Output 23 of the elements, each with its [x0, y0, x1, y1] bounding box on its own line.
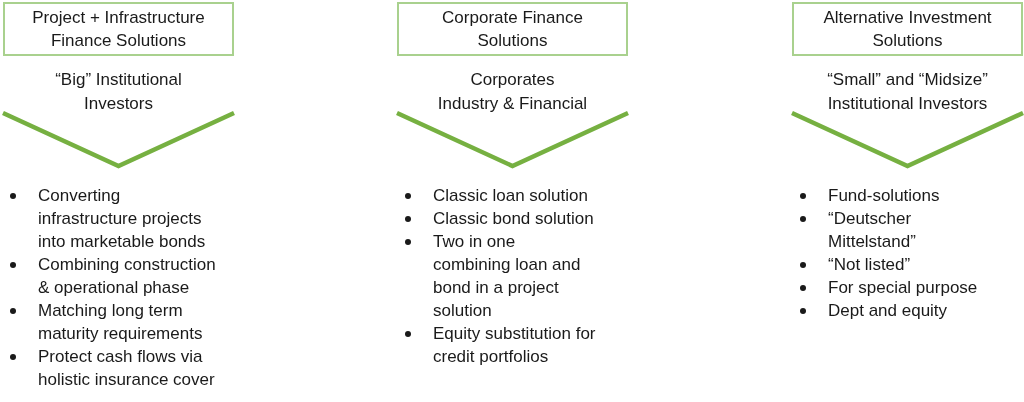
heading-box — [397, 2, 628, 56]
heading-box — [792, 2, 1023, 56]
bullet-text: Equity substitution for credit portfolios — [433, 323, 597, 368]
subheading-text: Corporates — [470, 69, 555, 91]
heading-text: Project + Infrastructure Finance Solutions — [31, 7, 206, 52]
bullet-text: “Deutscher Mittelstand” — [828, 208, 917, 253]
bullet-text: Protect cash flows via holistic insurance cover — [38, 346, 216, 391]
bullet-text: Fund-solutions — [828, 185, 940, 207]
subheading-text: “Big” Institutional Investors — [54, 69, 183, 115]
subheading-text: “Small” and “Midsize” Institutional Investors — [826, 69, 989, 115]
heading-box — [3, 2, 234, 56]
bullet-text: Classic loan solution — [433, 185, 588, 207]
bullet-text: Dept and equity — [828, 300, 948, 322]
bullet-text: Combining construction & operational phase — [38, 254, 217, 299]
bullet-text: For special purpose — [828, 277, 978, 299]
heading-text: Alternative Investment Solutions — [822, 7, 993, 52]
subheading-text: Industry & Financial — [437, 93, 588, 115]
bullet-text: Two in one combining loan and bond in a project solution — [433, 231, 582, 322]
bullet-text: “Not listed” — [828, 254, 911, 276]
bullet-text: Matching long term maturity requirements — [38, 300, 204, 345]
bullet-text: Classic bond solution — [433, 208, 594, 230]
bullet-text: Converting infrastructure projects into marketable bonds — [38, 185, 207, 253]
heading-text: Corporate Finance Solutions — [441, 7, 584, 52]
